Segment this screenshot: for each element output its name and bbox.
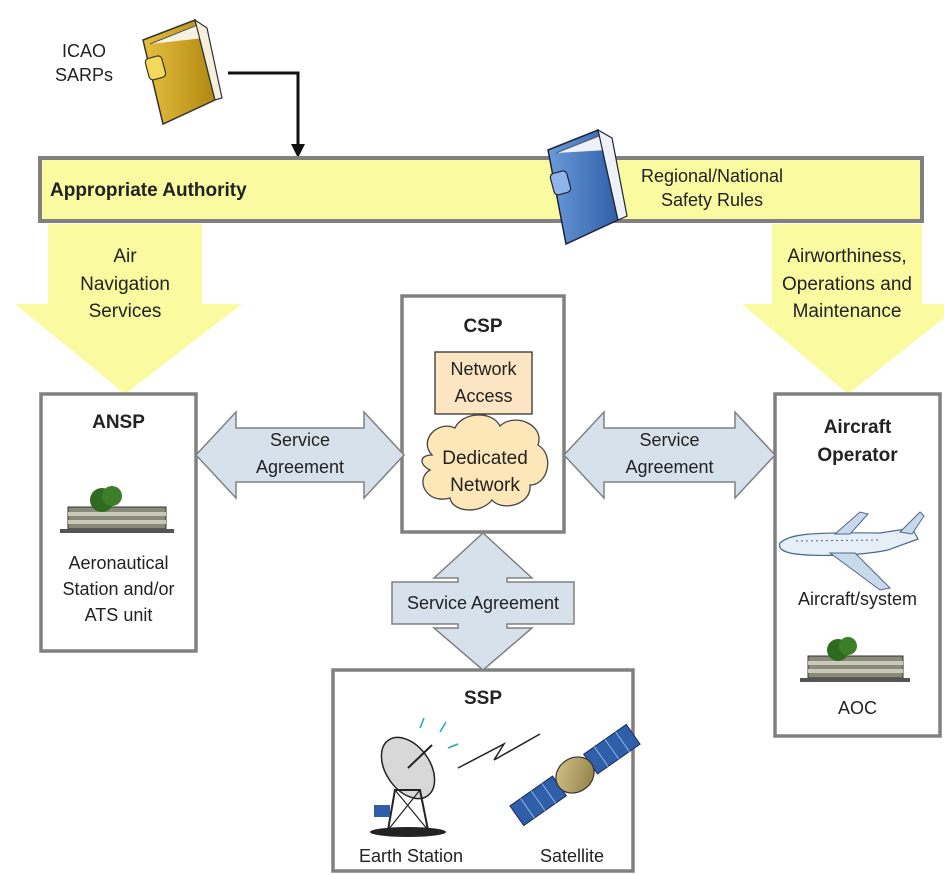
aoc-building-icon <box>800 637 910 682</box>
dedicated-network-label: Dedicated Network <box>420 446 550 499</box>
ssp-box <box>331 668 635 873</box>
aoc-label: AOC <box>837 698 877 718</box>
right-service-agreement-line2: Agreement <box>625 457 714 477</box>
csp-title: CSP <box>463 316 503 337</box>
aircraft-operator-line2: Operator <box>817 444 898 466</box>
air-navigation-arrow <box>15 224 242 394</box>
regional-rules-label: Regional/National Safety Rules <box>632 165 792 213</box>
ansp-title: ANSP <box>92 412 145 433</box>
ansp-station-line2: Station and/or <box>62 579 175 600</box>
dedicated-network-cloud <box>421 414 549 511</box>
icao-label: ICAO SARPs <box>50 40 118 88</box>
authority-bar <box>38 156 924 223</box>
air-navigation-services-label: Air Navigation Services <box>55 243 195 326</box>
airworthiness-arrow <box>742 224 944 394</box>
network-access-line2: Access <box>454 386 513 406</box>
aircraft-system-label: Aircraft/system <box>797 589 917 609</box>
right-service-agreement-arrow[interactable] <box>562 410 777 500</box>
air-navigation-line2: Navigation <box>80 273 170 295</box>
satellite-label: Satellite <box>539 846 605 866</box>
aircraft-operator-title: Aircraft Operator <box>775 414 940 469</box>
earth-station-icon <box>370 717 459 837</box>
airworthiness-line3: Maintenance <box>792 301 902 323</box>
earth-station-label: Earth Station <box>358 846 464 866</box>
satellite-icon <box>509 723 641 827</box>
icao-connector-arrow <box>228 71 305 158</box>
bottom-service-agreement-label: Service Agreement <box>406 593 560 613</box>
right-service-agreement-line1: Service <box>639 430 700 450</box>
icao-book-icon <box>142 18 223 126</box>
air-navigation-line3: Services <box>88 301 162 323</box>
ansp-station-label: Aeronautical Station and/or ATS unit <box>41 550 196 628</box>
ansp-station-line1: Aeronautical <box>68 553 169 573</box>
regional-rules-line1: Regional/National <box>640 166 784 186</box>
radio-link-icon <box>457 733 541 769</box>
regional-book-icon <box>547 128 628 246</box>
airworthiness-line1: Airworthiness, <box>787 246 907 267</box>
ssp-title: SSP <box>463 688 503 709</box>
aircraft-operator-line1: Aircraft <box>823 417 892 438</box>
left-service-agreement-line1: Service <box>269 430 331 450</box>
dedicated-network-line1: Dedicated <box>442 448 528 469</box>
right-service-agreement-label: Service Agreement <box>604 427 735 481</box>
regional-rules-line2: Safety Rules <box>660 189 764 210</box>
icao-label-line2: SARPs <box>54 64 114 85</box>
dedicated-network-line2: Network <box>450 474 520 496</box>
icao-label-line1: ICAO <box>61 41 106 61</box>
left-service-agreement-line2: Agreement <box>255 457 345 477</box>
ansp-station-line3: ATS unit <box>84 605 153 626</box>
left-service-agreement-label: Service Agreement <box>236 427 364 481</box>
airworthiness-label: Airworthiness, Operations and Maintenanc… <box>772 243 922 326</box>
air-navigation-line1: Air <box>113 246 137 267</box>
left-service-agreement-arrow[interactable] <box>194 410 406 500</box>
bottom-service-agreement-arrow[interactable] <box>391 531 575 671</box>
authority-title: Appropriate Authority <box>50 180 247 201</box>
building-icon <box>60 486 174 533</box>
airworthiness-line2: Operations and <box>782 273 912 295</box>
network-access-box <box>434 351 533 415</box>
network-access-line1: Network <box>450 359 517 379</box>
network-access-label: Network Access <box>435 356 532 410</box>
airplane-icon <box>778 511 925 591</box>
